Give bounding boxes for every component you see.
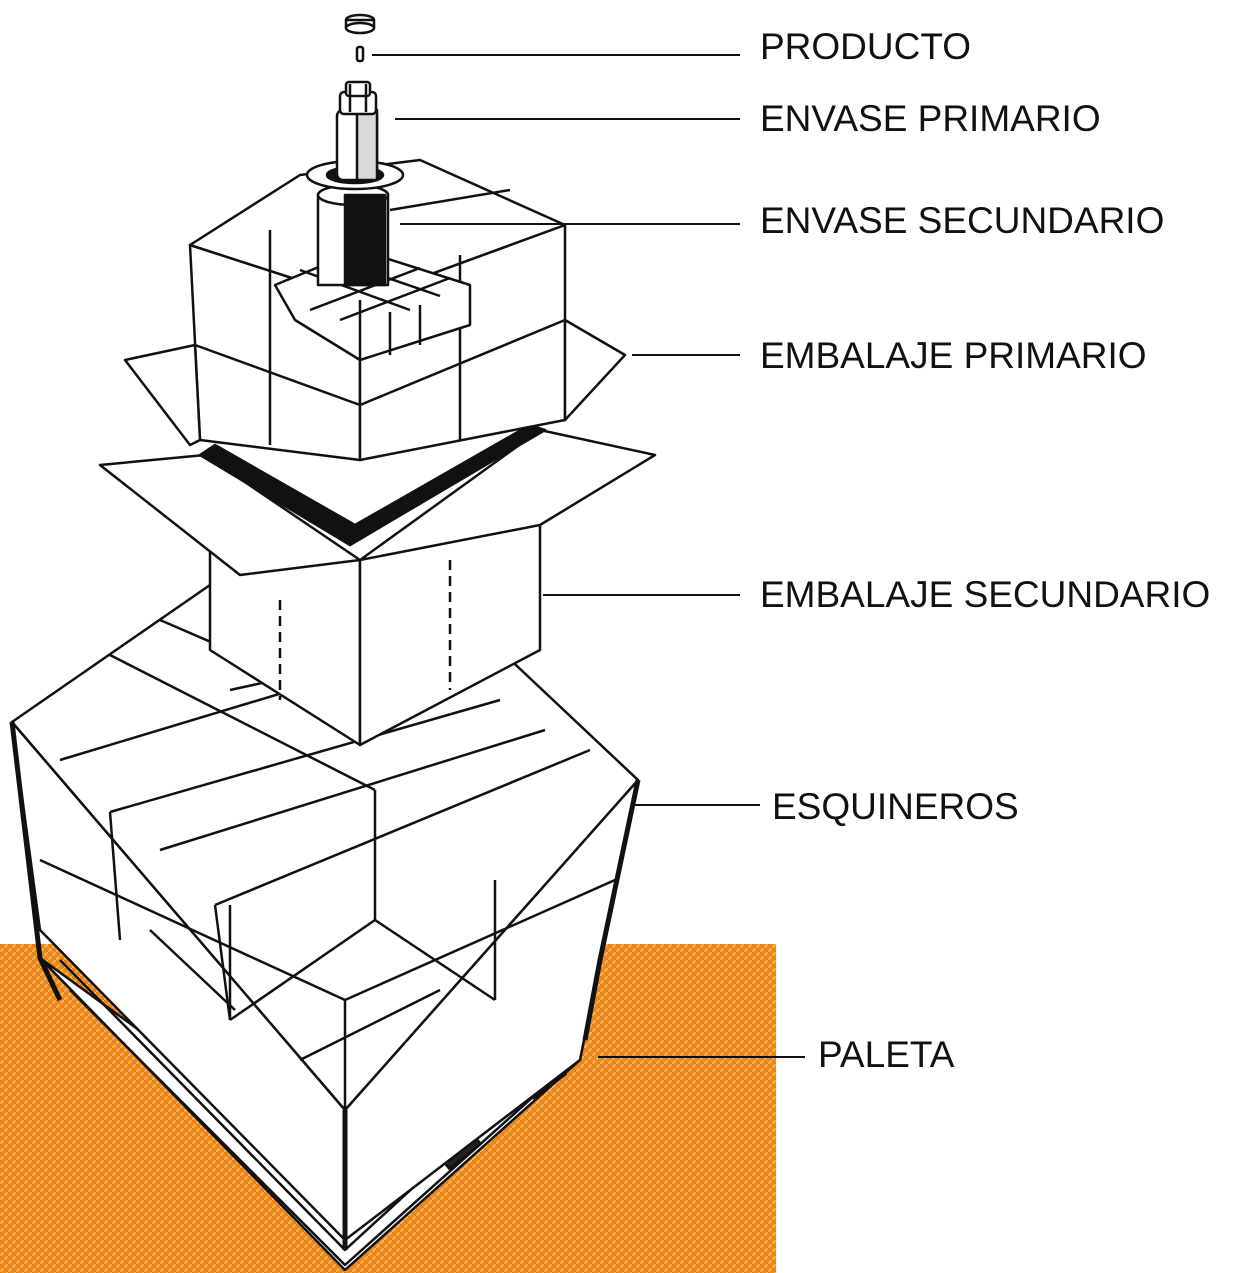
- pallet-load: [9, 13, 805, 1272]
- label-producto: PRODUCTO: [760, 26, 972, 67]
- label-esquineros: ESQUINEROS: [772, 786, 1019, 827]
- label-paleta: PALETA: [818, 1034, 955, 1075]
- label-embalaje-primario: EMBALAJE PRIMARIO: [760, 335, 1147, 376]
- label-envase-secundario: ENVASE SECUNDARIO: [760, 200, 1165, 241]
- label-embalaje-secundario: EMBALAJE SECUNDARIO: [760, 574, 1211, 615]
- label-envase-primario: ENVASE PRIMARIO: [760, 98, 1101, 139]
